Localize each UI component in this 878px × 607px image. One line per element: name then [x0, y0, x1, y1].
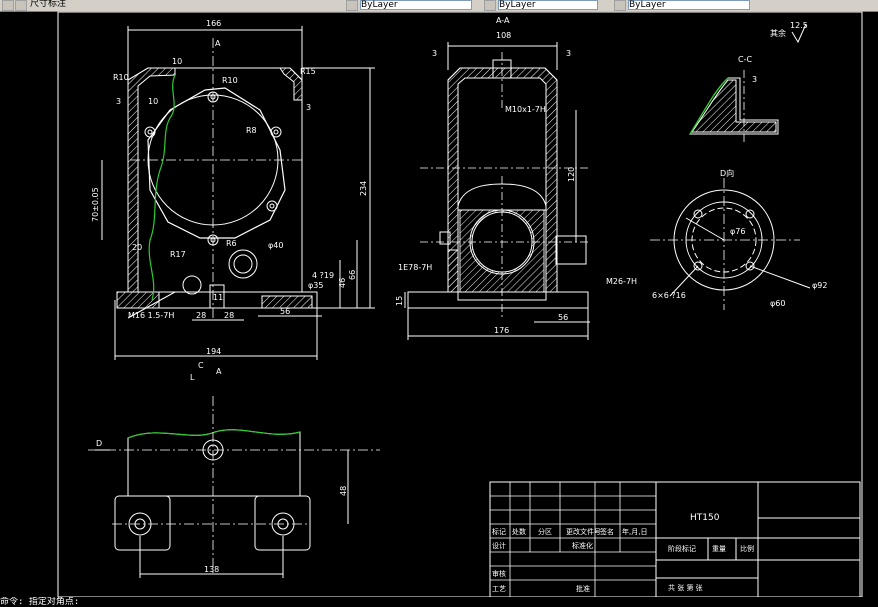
dim-r10-left: R10	[113, 73, 129, 82]
dim-r8: R8	[246, 126, 257, 135]
dim-phi60: φ60	[770, 299, 785, 308]
tb-label-zone: 分区	[538, 527, 552, 536]
drawing-canvas[interactable]: 166 R10 R10 R15 10 10 3 3 R8 70±0.05 20 …	[0, 11, 878, 607]
dim-tol1: 4 ?19	[312, 271, 334, 280]
dim-28a: 28	[196, 311, 206, 320]
mark-a-top: A	[215, 39, 221, 48]
material: HT150	[690, 513, 720, 523]
dim-11: 11	[213, 293, 223, 302]
label-d-view: D向	[720, 168, 734, 178]
dim-48: 48	[339, 486, 348, 496]
d-view-text: D向 φ76 φ92 φ60 6×6 ?16	[652, 168, 827, 308]
dim-3b: 3	[566, 49, 571, 58]
front-view-text: 166 R10 R10 R15 10 10 3 3 R8 70±0.05 20 …	[91, 19, 368, 382]
label-cc: C-C	[738, 55, 752, 64]
dim-120: 120	[567, 167, 576, 182]
tb-label-sign: 签名	[600, 527, 614, 536]
section-cc-view	[689, 70, 779, 145]
section-aa-view	[404, 42, 590, 340]
section-cc-text: C-C 3 其余 12.5	[738, 21, 808, 84]
tb-stage-mark: 阶段标记	[668, 544, 696, 553]
title-block	[489, 481, 861, 598]
dim-176: 176	[494, 326, 509, 335]
dim-108: 108	[496, 31, 511, 40]
dim-56-aa: 56	[558, 313, 568, 322]
dim-166: 166	[206, 19, 221, 28]
tb-label-change: 更改文件号	[566, 527, 601, 536]
dim-15: 15	[395, 296, 404, 306]
dim-70: 70±0.05	[91, 187, 100, 222]
tb-approve: 批准	[576, 584, 590, 593]
dim-m26: M26-7H	[606, 277, 637, 286]
layer-icon[interactable]	[2, 0, 14, 11]
properties-toolbar: 尺寸标注 ByLayer ByLayer ByLayer	[0, 0, 878, 12]
dim-3a: 3	[432, 49, 437, 58]
dim-m16: M16 1.5-7H	[128, 311, 174, 320]
plan-view	[88, 396, 380, 578]
dim-1e78: 1E78-7H	[398, 263, 432, 272]
tb-label-count: 处数	[512, 527, 526, 536]
tb-weight: 重量	[712, 545, 726, 553]
dim-10-top: 10	[172, 57, 182, 66]
mark-d-arrow: D	[96, 439, 102, 448]
label-aa: A-A	[496, 16, 510, 25]
dim-m10: M10x1-7H	[505, 105, 546, 114]
color-icon[interactable]	[346, 0, 358, 11]
roughness-value: 12.5	[790, 21, 808, 30]
dim-138: 138	[204, 565, 219, 574]
dim-28b: 28	[224, 311, 234, 320]
dim-46: 46	[338, 278, 347, 288]
dim-r17: R17	[170, 250, 186, 259]
dim-194: 194	[206, 347, 221, 356]
section-aa-text: A-A 108 3 3 M10x1-7H 120 1E78-7H M26-7H …	[395, 16, 637, 335]
menu-fragment[interactable]: 尺寸标注	[30, 0, 67, 9]
front-view	[101, 26, 375, 360]
roughness-icon	[791, 23, 807, 44]
mark-a-bottom: A	[216, 367, 222, 376]
title-block-text: HT150 标记 处数 分区 更改文件号 签名 年,月,日 设计 标准化 阶段标…	[492, 513, 754, 593]
linetype-icon[interactable]	[484, 0, 496, 11]
drawing-frame	[57, 11, 863, 598]
plan-view-text: 138 48 D	[96, 439, 348, 574]
dim-66: 66	[348, 270, 357, 280]
linetype-combo[interactable]: ByLayer	[498, 0, 598, 10]
dim-3-right: 3	[306, 103, 311, 112]
command-line[interactable]: 命令: 指定对角点:	[0, 597, 878, 607]
dim-tol2: φ35	[308, 281, 323, 290]
dim-phi40: φ40	[268, 241, 283, 250]
sun-icon[interactable]	[15, 0, 27, 11]
tb-standard: 标准化	[572, 541, 593, 550]
dim-3-cc: 3	[752, 75, 757, 84]
lineweight-icon[interactable]	[614, 0, 626, 11]
dim-56: 56	[280, 307, 290, 316]
tb-reviewer: 审核	[492, 569, 506, 578]
d-view	[650, 178, 811, 310]
tb-scale: 比例	[740, 544, 754, 553]
dim-r6: R6	[226, 239, 237, 248]
lineweight-combo[interactable]: ByLayer	[628, 0, 750, 10]
tb-label-mark: 标记	[492, 527, 506, 536]
tb-process: 工艺	[492, 585, 506, 593]
tb-sheets: 共 张 第 张	[668, 583, 703, 592]
dim-3-left: 3	[116, 97, 121, 106]
roughness-note: 其余	[770, 28, 786, 38]
dim-r15: R15	[300, 67, 316, 76]
dim-234: 234	[359, 181, 368, 196]
dim-phi92: φ92	[812, 281, 827, 290]
mark-c: C	[198, 361, 204, 370]
dim-phi76: φ76	[730, 227, 745, 236]
dim-20: 20	[132, 243, 142, 252]
layer-combo[interactable]: ByLayer	[360, 0, 472, 10]
tb-designer: 设计	[492, 541, 506, 550]
dim-10-left: 10	[148, 97, 158, 106]
dim-holes: 6×6 ?16	[652, 291, 686, 300]
mark-l: L	[190, 373, 195, 382]
dim-r10-center: R10	[222, 76, 238, 85]
tb-label-date: 年,月,日	[622, 527, 647, 536]
